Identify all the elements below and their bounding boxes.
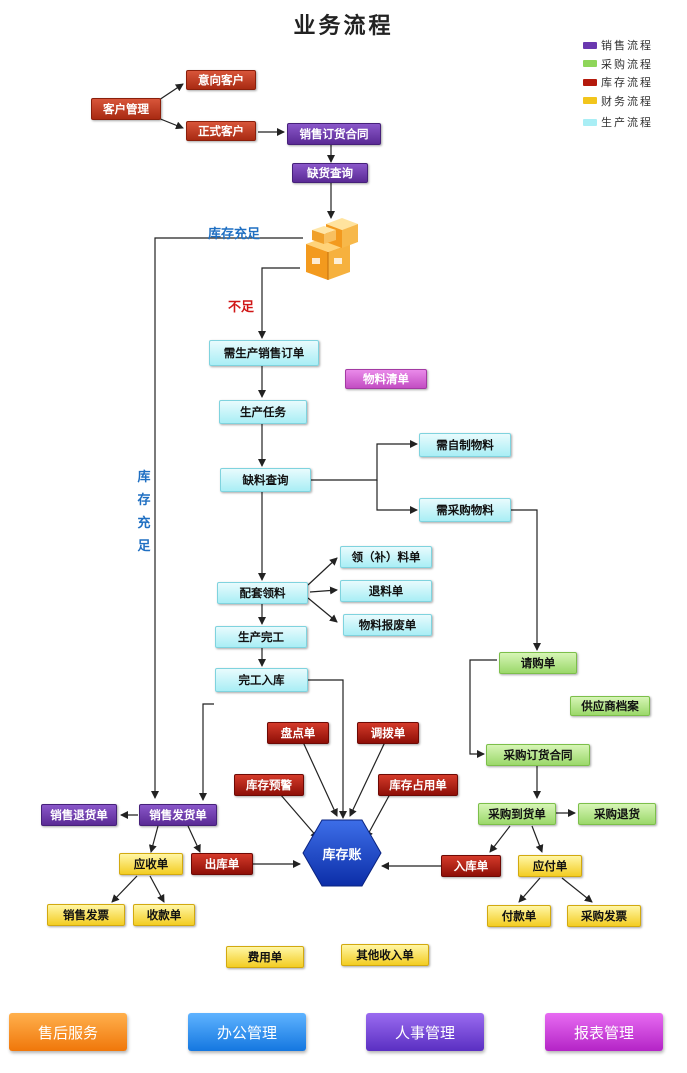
payment-node[interactable]: 付款单 bbox=[487, 905, 551, 927]
page-title: 业务流程 bbox=[293, 14, 394, 39]
report-management-button[interactable]: 报表管理 bbox=[545, 1013, 663, 1051]
formal-customer-node[interactable]: 正式客户 bbox=[186, 121, 256, 141]
transfer-node[interactable]: 调拨单 bbox=[357, 722, 419, 744]
inventory-ledger-node[interactable]: 库存账 bbox=[322, 847, 362, 863]
shortage-query-node[interactable]: 缺货查询 bbox=[292, 163, 368, 183]
legend-swatch bbox=[583, 118, 597, 126]
legend-item-purchase: 采购流程 bbox=[583, 55, 683, 74]
purchase-material-node[interactable]: 需采购物料 bbox=[419, 498, 511, 522]
production-task-node[interactable]: 生产任务 bbox=[219, 400, 307, 424]
stock-enough-label: 库存充足 bbox=[208, 227, 261, 242]
production-complete-node[interactable]: 生产完工 bbox=[215, 626, 307, 648]
office-management-button[interactable]: 办公管理 bbox=[188, 1013, 306, 1051]
sales-return-node[interactable]: 销售退货单 bbox=[41, 804, 117, 826]
supplier-archive-node[interactable]: 供应商档案 bbox=[570, 696, 650, 716]
expense-node[interactable]: 费用单 bbox=[226, 946, 304, 968]
inventory-ledger-hexagon bbox=[302, 819, 382, 887]
receivable-node[interactable]: 应收单 bbox=[119, 853, 183, 875]
bill-of-materials-node[interactable]: 物料清单 bbox=[345, 369, 427, 389]
self-made-material-node[interactable]: 需自制物料 bbox=[419, 433, 511, 457]
material-scrap-node[interactable]: 物料报废单 bbox=[343, 614, 432, 636]
outbound-node[interactable]: 出库单 bbox=[191, 853, 253, 875]
purchase-invoice-node[interactable]: 采购发票 bbox=[567, 905, 641, 927]
legend-item-production: 生产流程 bbox=[583, 113, 683, 132]
need-production-order-node[interactable]: 需生产销售订单 bbox=[209, 340, 319, 366]
sales-contract-node[interactable]: 销售订货合同 bbox=[287, 123, 381, 145]
other-income-node[interactable]: 其他收入单 bbox=[341, 944, 429, 966]
purchase-request-node[interactable]: 请购单 bbox=[499, 652, 577, 674]
inbound-node[interactable]: 入库单 bbox=[441, 855, 501, 877]
after-sales-button[interactable]: 售后服务 bbox=[9, 1013, 127, 1051]
legend: 销售流程 采购流程 库存流程 财务流程 生产流程 bbox=[583, 36, 683, 132]
warehouse-boxes-icon bbox=[306, 218, 358, 280]
customer-management-node[interactable]: 客户管理 bbox=[91, 98, 161, 120]
purchase-order-node[interactable]: 采购订货合同 bbox=[486, 744, 590, 766]
sales-delivery-node[interactable]: 销售发货单 bbox=[139, 804, 217, 826]
purchase-return-node[interactable]: 采购退货 bbox=[578, 803, 656, 825]
legend-item-inventory: 库存流程 bbox=[583, 73, 683, 92]
legend-swatch bbox=[583, 60, 597, 68]
receipt-node[interactable]: 收款单 bbox=[133, 904, 195, 926]
legend-item-sales: 销售流程 bbox=[583, 36, 683, 55]
stocktake-node[interactable]: 盘点单 bbox=[267, 722, 329, 744]
payable-node[interactable]: 应付单 bbox=[518, 855, 582, 877]
prospect-customer-node[interactable]: 意向客户 bbox=[186, 70, 256, 90]
finished-inbound-node[interactable]: 完工入库 bbox=[215, 668, 308, 692]
matching-material-node[interactable]: 配套领料 bbox=[217, 582, 308, 604]
stock-warning-node[interactable]: 库存预警 bbox=[234, 774, 304, 796]
insufficient-label: 不足 bbox=[228, 300, 255, 315]
purchase-arrival-node[interactable]: 采购到货单 bbox=[478, 803, 556, 825]
legend-swatch bbox=[583, 41, 597, 49]
legend-swatch bbox=[583, 97, 597, 105]
hr-management-button[interactable]: 人事管理 bbox=[366, 1013, 484, 1051]
legend-swatch bbox=[583, 78, 597, 86]
legend-item-finance: 财务流程 bbox=[583, 92, 683, 111]
sales-invoice-node[interactable]: 销售发票 bbox=[47, 904, 125, 926]
shortage-material-query-node[interactable]: 缺料查询 bbox=[220, 468, 311, 492]
stock-enough-vertical-label: 库 存 充 足 bbox=[137, 470, 151, 554]
requisition-slip-node[interactable]: 领（补）料单 bbox=[340, 546, 432, 568]
return-material-node[interactable]: 退料单 bbox=[340, 580, 432, 602]
stock-occupy-node[interactable]: 库存占用单 bbox=[378, 774, 458, 796]
